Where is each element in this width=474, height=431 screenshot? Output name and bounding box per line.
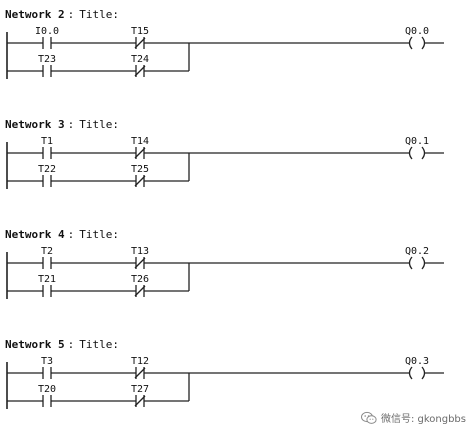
network-title: Network 4: Title: (5, 228, 119, 241)
main-contact (42, 37, 52, 49)
branch-contact-tag: T21 (38, 274, 56, 285)
contact-slash (134, 65, 146, 77)
coil-arc-left (408, 36, 413, 50)
branch-contact (42, 175, 52, 187)
coil-tag: Q0.0 (405, 26, 429, 37)
branch-contact-tag: T20 (38, 384, 56, 395)
network-label: Network 3 (5, 118, 65, 131)
coil-arc-left (408, 366, 413, 380)
series-contact-tag: T14 (131, 136, 149, 147)
branch-series-contact (134, 175, 146, 187)
series-contact (134, 37, 146, 49)
series-contact-tag: T12 (131, 356, 149, 367)
network-title-text: Title: (79, 118, 119, 131)
coil-tag: Q0.1 (405, 136, 429, 147)
branch-series-contact (134, 65, 146, 77)
contact-slash (134, 285, 146, 297)
network-title-text: Title: (79, 228, 119, 241)
branch-series-contact-tag: T26 (131, 274, 149, 285)
series-contact-tag: T15 (131, 26, 149, 37)
wechat-icon (360, 411, 377, 424)
branch-series-contact-tag: T24 (131, 54, 149, 65)
main-contact-tag: T3 (41, 356, 53, 367)
coil-tag: Q0.2 (405, 246, 429, 257)
series-contact-tag: T13 (131, 246, 149, 257)
network-separator: : (68, 118, 75, 131)
output-coil (408, 36, 426, 50)
branch-series-contact (134, 285, 146, 297)
contact-slash (134, 37, 146, 49)
network-title-text: Title: (79, 338, 119, 351)
branch-series-contact-tag: T27 (131, 384, 149, 395)
coil-tag: Q0.3 (405, 356, 429, 367)
contact-slash (134, 175, 146, 187)
contact-slash (134, 257, 146, 269)
contact-slash (134, 395, 146, 407)
branch-contact-tag: T23 (38, 54, 56, 65)
main-contact (42, 257, 52, 269)
output-coil (408, 366, 426, 380)
coil-arc-left (408, 146, 413, 160)
network-label: Network 2 (5, 8, 65, 21)
coil-arc-right (421, 256, 426, 270)
watermark-text: 微信号: gkongbbs (380, 414, 466, 425)
coil-arc-right (421, 146, 426, 160)
watermark: 微信号: gkongbbs (360, 410, 466, 425)
series-contact (134, 147, 146, 159)
series-contact (134, 257, 146, 269)
network-separator: : (68, 8, 75, 21)
main-contact (42, 367, 52, 379)
output-coil (408, 146, 426, 160)
network-separator: : (68, 228, 75, 241)
network-title-text: Title: (79, 8, 119, 21)
branch-series-contact-tag: T25 (131, 164, 149, 175)
contact-slash (134, 147, 146, 159)
coil-arc-left (408, 256, 413, 270)
coil-arc-right (421, 36, 426, 50)
network-label: Network 4 (5, 228, 65, 241)
network-title: Network 5: Title: (5, 338, 119, 351)
network-title: Network 3: Title: (5, 118, 119, 131)
main-contact-tag: T2 (41, 246, 53, 257)
coil-arc-right (421, 366, 426, 380)
branch-contact (42, 285, 52, 297)
network-title: Network 2: Title: (5, 8, 119, 21)
main-contact-tag: I0.0 (35, 26, 59, 37)
series-contact (134, 367, 146, 379)
output-coil (408, 256, 426, 270)
branch-contact (42, 65, 52, 77)
branch-series-contact (134, 395, 146, 407)
main-contact (42, 147, 52, 159)
main-contact-tag: T1 (41, 136, 53, 147)
branch-contact (42, 395, 52, 407)
branch-contact-tag: T22 (38, 164, 56, 175)
contact-slash (134, 367, 146, 379)
network-separator: : (68, 338, 75, 351)
network-label: Network 5 (5, 338, 65, 351)
